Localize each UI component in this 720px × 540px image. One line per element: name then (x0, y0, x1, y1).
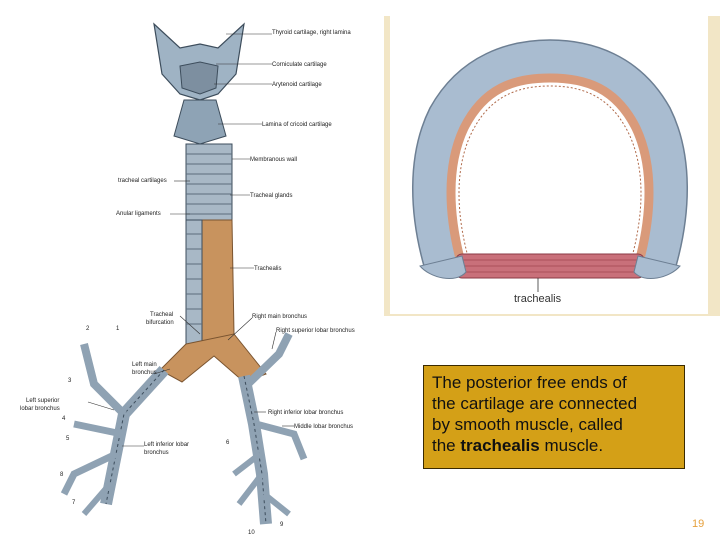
label-left-inferior-lobar: Left inferior lobar (144, 442, 189, 448)
label-left-inferior-bronchus: bronchus (144, 450, 169, 456)
label-left-main: Left main (132, 362, 157, 368)
label-left-superior-lobar-bronchus: lobar bronchus (20, 406, 60, 412)
label-tracheal-cartilages: tracheal cartilages (118, 178, 167, 184)
caption-line-2: the cartilage are connected (432, 394, 638, 413)
caption-line-4-end: muscle. (539, 436, 604, 455)
label-bifurcation: bifurcation (146, 320, 174, 326)
segment-number: 5 (66, 436, 70, 442)
label-left-superior: Left superior (26, 398, 59, 404)
segment-number: 2 (86, 326, 90, 332)
trachea-bronchi-drawing: Thyroid cartilage, right lamina Cornicul… (20, 22, 355, 536)
caption-line-1: The posterior free ends of (432, 373, 627, 392)
caption-emphasis-trachealis: trachealis (460, 436, 540, 455)
cross-section-drawing: trachealis (412, 39, 688, 305)
mucosa-layer (446, 73, 654, 268)
label-middle-lobar: Middle lobar bronchus (294, 424, 353, 430)
label-trachealis: Trachealis (254, 266, 281, 272)
label-right-inferior-lobar: Right inferior lobar bronchus (268, 410, 343, 416)
label-left-main-bronchus: bronchus (132, 370, 157, 376)
label-right-main-bronchus: Right main bronchus (252, 314, 307, 320)
segment-number: 4 (62, 416, 66, 422)
slide-number: 19 (692, 518, 705, 530)
segment-number: 1 (116, 326, 120, 332)
caption-line-4: the trachealis muscle. (432, 435, 676, 456)
segment-number: 9 (280, 522, 284, 528)
segment-number: 3 (68, 378, 72, 384)
tracheobronchial-illustration: Thyroid cartilage, right lamina Cornicul… (4, 4, 384, 536)
label-lamina-cricoid: Lamina of cricoid cartilage (262, 122, 332, 128)
label-membranous-wall: Membranous wall (250, 157, 297, 163)
segment-number: 6 (226, 440, 230, 446)
caption-line-3: by smooth muscle, called (432, 415, 623, 434)
segment-number: 7 (72, 500, 76, 506)
caption-line-4-start: the (432, 436, 461, 455)
segment-number: 10 (248, 530, 255, 536)
segment-number: 8 (60, 472, 64, 478)
label-arytenoid-cartilage: Arytenoid cartilage (272, 82, 322, 88)
label-corniculate-cartilage: Corniculate cartilage (272, 62, 327, 68)
label-right-superior-lobar: Right superior lobar bronchus (276, 328, 355, 334)
label-trachealis-cross-section: trachealis (514, 293, 562, 305)
label-anular-ligaments: Anular ligaments (116, 211, 161, 217)
label-tracheal-glands: Tracheal glands (250, 193, 292, 199)
label-tracheal: Tracheal (150, 312, 173, 318)
caption-callout: The posterior free ends of the cartilage… (423, 365, 685, 469)
label-thyroid-cartilage: Thyroid cartilage, right lamina (272, 30, 351, 36)
trachea-cross-section: trachealis (390, 16, 708, 314)
